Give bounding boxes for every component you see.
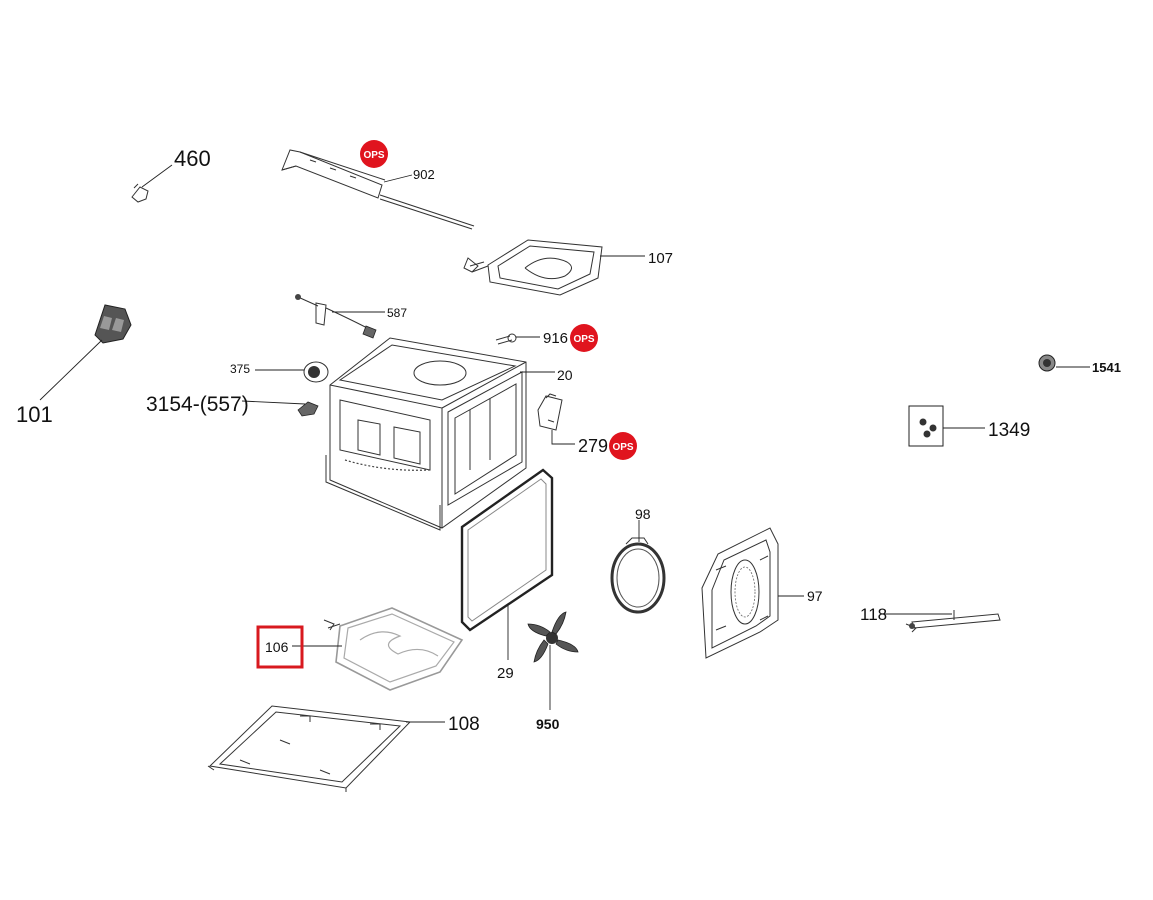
part-20-oven-cavity [325,337,555,531]
callout-375: 375 [230,362,250,376]
callout-1541: 1541 [1092,360,1121,375]
callout-107: 107 [648,250,673,267]
callout-108: 108 [448,714,480,735]
callout-587: 587 [387,306,407,320]
part-108-bottom-panel [207,705,445,792]
ops-badge-916: OPS [570,324,598,352]
part-3154-bracket [241,400,319,417]
callout-106: 106 [265,639,289,655]
callout-916: 916 [543,330,568,347]
part-97-rear-panel [701,527,804,659]
part-101-terminal-block [39,304,132,401]
part-118-rod [884,610,1001,633]
part-279-switch [537,393,575,445]
highlight-box-106 [256,625,304,669]
svg-text:OPS: OPS [612,442,633,453]
callout-118: 118 [860,605,887,624]
callout-279: 279 [578,436,608,456]
part-587-sensor [295,294,385,339]
part-1541-knob [1038,354,1090,372]
part-460-clip [131,164,173,203]
part-1349-clips [908,405,985,447]
callout-950: 950 [536,716,560,732]
callout-3154: 3154-(557) [146,393,249,416]
part-98-circular-element [610,520,666,614]
part-950-fan-blade [527,611,579,710]
part-375-lamp-holder [255,361,329,383]
part-106-bottom-element [292,607,464,691]
part-29-door-gasket [460,468,554,660]
callout-98: 98 [635,506,651,522]
callout-101: 101 [16,402,53,427]
ops-badge-902: OPS [360,140,388,168]
part-916-sensor [495,333,540,345]
callout-97: 97 [807,588,823,604]
svg-text:OPS: OPS [573,334,594,345]
ops-badge-279: OPS [609,432,637,460]
callout-29: 29 [497,665,514,682]
callout-20: 20 [557,367,573,383]
callout-460: 460 [174,146,211,171]
part-107-grill-element [463,239,645,296]
callout-1349: 1349 [988,420,1030,441]
svg-text:OPS: OPS [363,150,384,161]
callout-902: 902 [413,167,435,182]
part-902-bracket [281,149,475,230]
